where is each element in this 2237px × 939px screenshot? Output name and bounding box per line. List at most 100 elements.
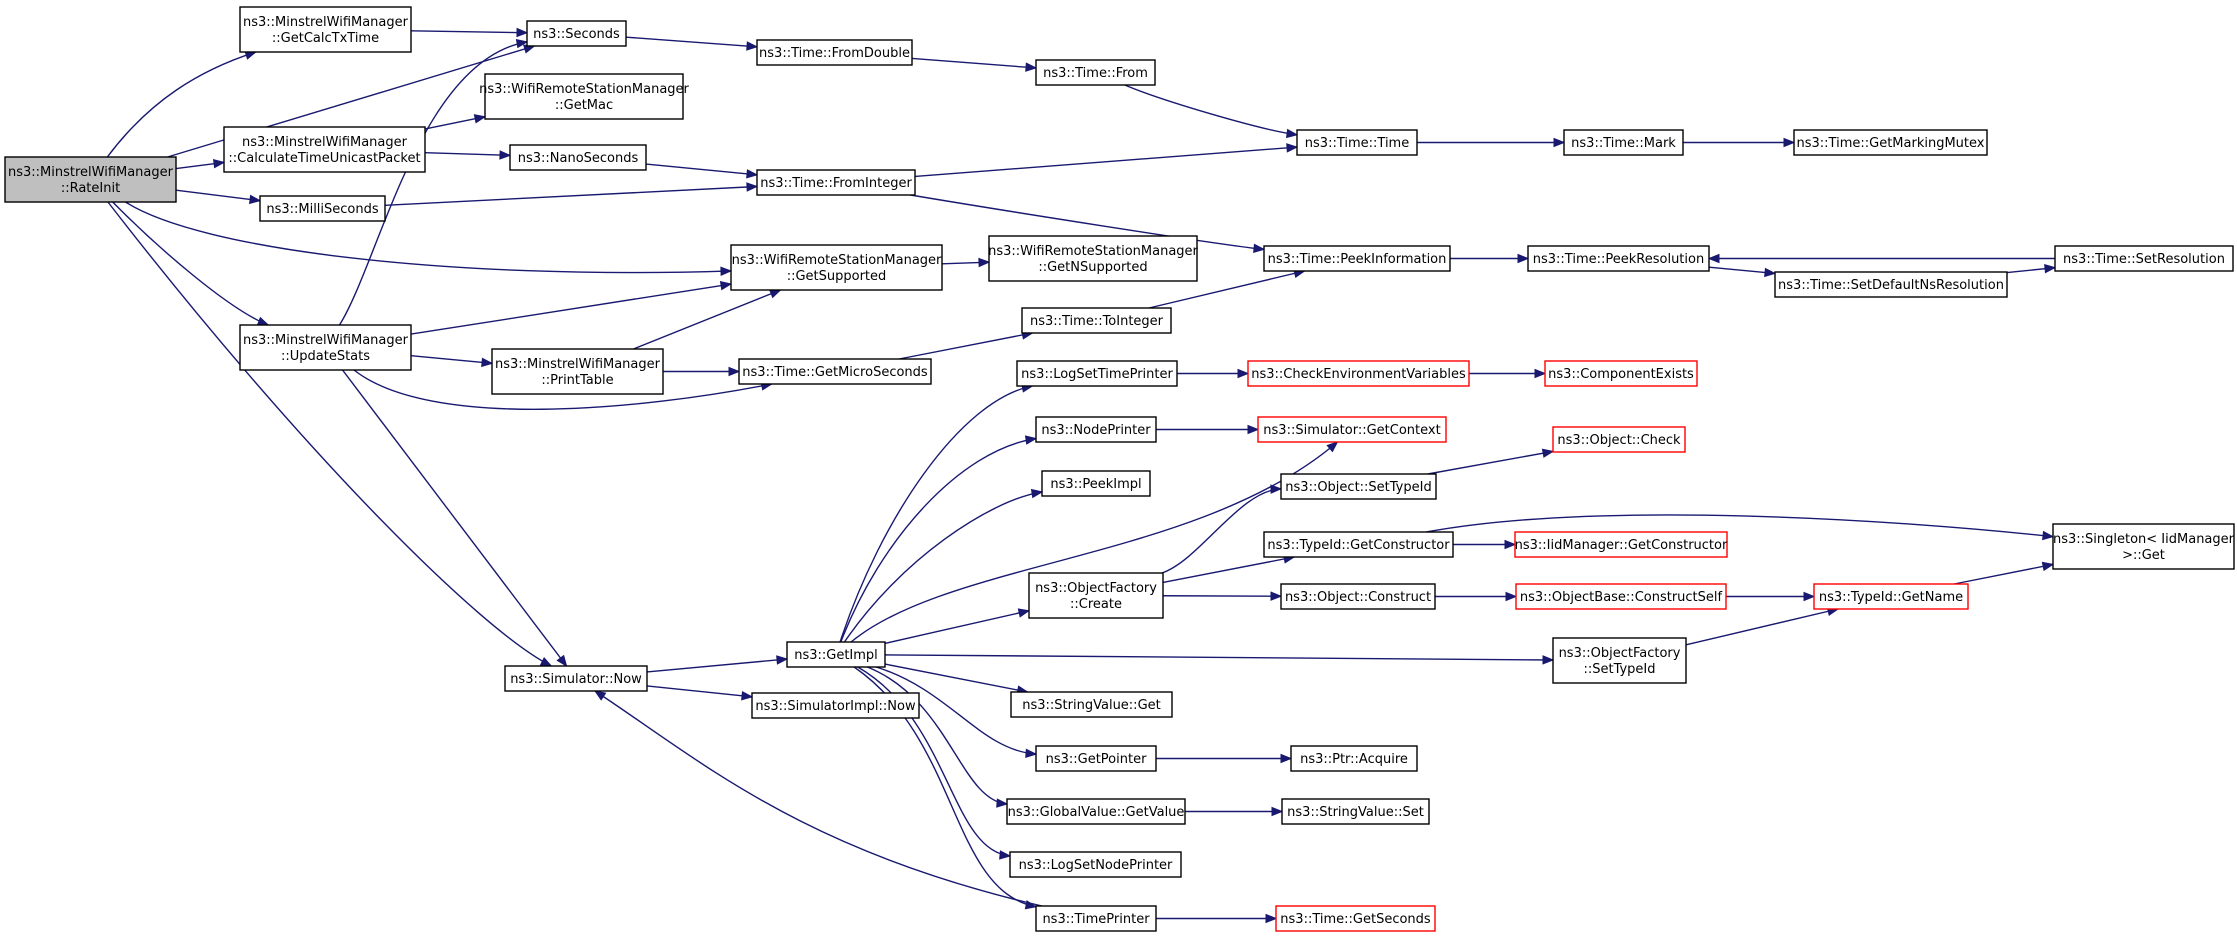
node-getpointer[interactable]: ns3::GetPointer [1035, 745, 1157, 772]
node-box[interactable] [484, 73, 684, 120]
node-box[interactable] [1290, 745, 1418, 772]
node-rateinit[interactable]: ns3::MinstrelWifiManager::RateInit [4, 156, 177, 203]
node-box[interactable] [1793, 129, 1988, 156]
node-peekinfo[interactable]: ns3::Time::PeekInformation [1263, 245, 1451, 272]
node-box[interactable] [491, 348, 664, 395]
node-checkenv[interactable]: ns3::CheckEnvironmentVariables [1247, 360, 1470, 387]
node-strvalget[interactable]: ns3::StringValue::Get [1010, 691, 1173, 718]
node-calcunicast[interactable]: ns3::MinstrelWifiManager::CalculateTimeU… [223, 126, 426, 173]
node-from[interactable]: ns3::Time::From [1035, 59, 1156, 86]
node-getmicro[interactable]: ns3::Time::GetMicroSeconds [738, 358, 932, 385]
node-getsupported[interactable]: ns3::WifiRemoteStationManager::GetSuppor… [730, 244, 943, 291]
node-objconstruct[interactable]: ns3::Object::Construct [1280, 583, 1436, 610]
node-box[interactable] [1280, 583, 1436, 610]
node-box[interactable] [756, 169, 916, 196]
node-simgetcontext[interactable]: ns3::Simulator::GetContext [1257, 416, 1447, 443]
node-box[interactable] [1006, 798, 1186, 825]
node-box[interactable] [1257, 416, 1447, 443]
node-constructself[interactable]: ns3::ObjectBase::ConstructSelf [1515, 583, 1727, 610]
node-box[interactable] [1552, 637, 1687, 684]
node-timegetseconds[interactable]: ns3::Time::GetSeconds [1275, 905, 1436, 932]
node-box[interactable] [1281, 798, 1430, 825]
node-box[interactable] [1774, 271, 2008, 298]
node-box[interactable] [1009, 851, 1182, 878]
node-printtable[interactable]: ns3::MinstrelWifiManager::PrintTable [491, 348, 664, 395]
node-updatestats[interactable]: ns3::MinstrelWifiManager::UpdateStats [239, 324, 412, 371]
node-box[interactable] [1544, 360, 1698, 387]
node-time[interactable]: ns3::Time::Time [1296, 129, 1418, 156]
node-box[interactable] [1035, 905, 1157, 932]
node-box[interactable] [1275, 905, 1436, 932]
node-nodeprinter[interactable]: ns3::NodePrinter [1035, 416, 1157, 443]
node-box[interactable] [751, 692, 920, 719]
node-box[interactable] [730, 244, 943, 291]
node-box[interactable] [504, 665, 648, 692]
node-fromdouble[interactable]: ns3::Time::FromDouble [756, 39, 913, 66]
node-box[interactable] [1280, 473, 1437, 500]
node-box[interactable] [1552, 426, 1686, 453]
node-box[interactable] [786, 641, 886, 668]
node-box[interactable] [1263, 245, 1451, 272]
node-box[interactable] [2054, 245, 2234, 272]
node-objfactsettypeid[interactable]: ns3::ObjectFactory::SetTypeId [1552, 637, 1687, 684]
node-simnow[interactable]: ns3::Simulator::Now [504, 665, 648, 692]
node-globalgetvalue[interactable]: ns3::GlobalValue::GetValue [1006, 798, 1186, 825]
node-milliseconds[interactable]: ns3::MilliSeconds [259, 195, 386, 222]
node-box[interactable] [988, 235, 1198, 282]
node-timeprinter[interactable]: ns3::TimePrinter [1035, 905, 1157, 932]
node-typeidgetname[interactable]: ns3::TypeId::GetName [1813, 583, 1969, 610]
node-seconds[interactable]: ns3::Seconds [526, 20, 627, 47]
node-peekres[interactable]: ns3::Time::PeekResolution [1527, 245, 1710, 272]
node-box[interactable] [1035, 59, 1156, 86]
node-objsettypeid[interactable]: ns3::Object::SetTypeId [1280, 473, 1437, 500]
node-getmac[interactable]: ns3::WifiRemoteStationManager::GetMac [479, 73, 690, 120]
node-ptracquire[interactable]: ns3::Ptr::Acquire [1290, 745, 1418, 772]
node-iidgetctor[interactable]: ns3::IidManager::GetConstructor [1514, 531, 1728, 558]
node-peekimpl[interactable]: ns3::PeekImpl [1041, 470, 1151, 497]
node-getmarkingmutex[interactable]: ns3::Time::GetMarkingMutex [1793, 129, 1988, 156]
node-box[interactable] [1028, 572, 1164, 619]
node-componentexists[interactable]: ns3::ComponentExists [1544, 360, 1698, 387]
node-box[interactable] [738, 358, 932, 385]
node-frominteger[interactable]: ns3::Time::FromInteger [756, 169, 916, 196]
node-box[interactable] [1813, 583, 1969, 610]
node-box[interactable] [756, 39, 913, 66]
node-box[interactable] [1016, 360, 1178, 387]
node-objfactcreate[interactable]: ns3::ObjectFactory::Create [1028, 572, 1164, 619]
node-setdefaultns[interactable]: ns3::Time::SetDefaultNsResolution [1774, 271, 2008, 298]
node-box[interactable] [1515, 583, 1727, 610]
node-box[interactable] [4, 156, 177, 203]
node-box[interactable] [1021, 307, 1172, 334]
node-getnsupported[interactable]: ns3::WifiRemoteStationManager::GetNSuppo… [988, 235, 1199, 282]
node-box[interactable] [1035, 416, 1157, 443]
node-box[interactable] [526, 20, 627, 47]
node-setres[interactable]: ns3::Time::SetResolution [2054, 245, 2234, 272]
node-box[interactable] [1514, 531, 1728, 558]
node-strvalset[interactable]: ns3::StringValue::Set [1281, 798, 1430, 825]
node-nanoseconds[interactable]: ns3::NanoSeconds [509, 144, 647, 171]
node-mark[interactable]: ns3::Time::Mark [1563, 129, 1684, 156]
node-box[interactable] [1563, 129, 1684, 156]
node-getcalctx[interactable]: ns3::MinstrelWifiManager::GetCalcTxTime [239, 6, 412, 53]
node-box[interactable] [1035, 745, 1157, 772]
node-box[interactable] [1296, 129, 1418, 156]
node-box[interactable] [239, 6, 412, 53]
node-box[interactable] [1010, 691, 1173, 718]
node-simimplnow[interactable]: ns3::SimulatorImpl::Now [751, 692, 920, 719]
node-box[interactable] [2052, 523, 2235, 570]
node-typeidgetctor[interactable]: ns3::TypeId::GetConstructor [1263, 531, 1454, 558]
node-tointeger[interactable]: ns3::Time::ToInteger [1021, 307, 1172, 334]
node-box[interactable] [239, 324, 412, 371]
node-box[interactable] [1247, 360, 1470, 387]
node-getimpl[interactable]: ns3::GetImpl [786, 641, 886, 668]
node-box[interactable] [509, 144, 647, 171]
node-box[interactable] [1527, 245, 1710, 272]
node-box[interactable] [259, 195, 386, 222]
node-box[interactable] [223, 126, 426, 173]
node-box[interactable] [1263, 531, 1454, 558]
node-logsettimeprinter[interactable]: ns3::LogSetTimePrinter [1016, 360, 1178, 387]
node-box[interactable] [1041, 470, 1151, 497]
node-singletonget[interactable]: ns3::Singleton< IidManager >::Get [2052, 523, 2235, 570]
node-objcheck[interactable]: ns3::Object::Check [1552, 426, 1686, 453]
node-logsetnodeprinter[interactable]: ns3::LogSetNodePrinter [1009, 851, 1182, 878]
